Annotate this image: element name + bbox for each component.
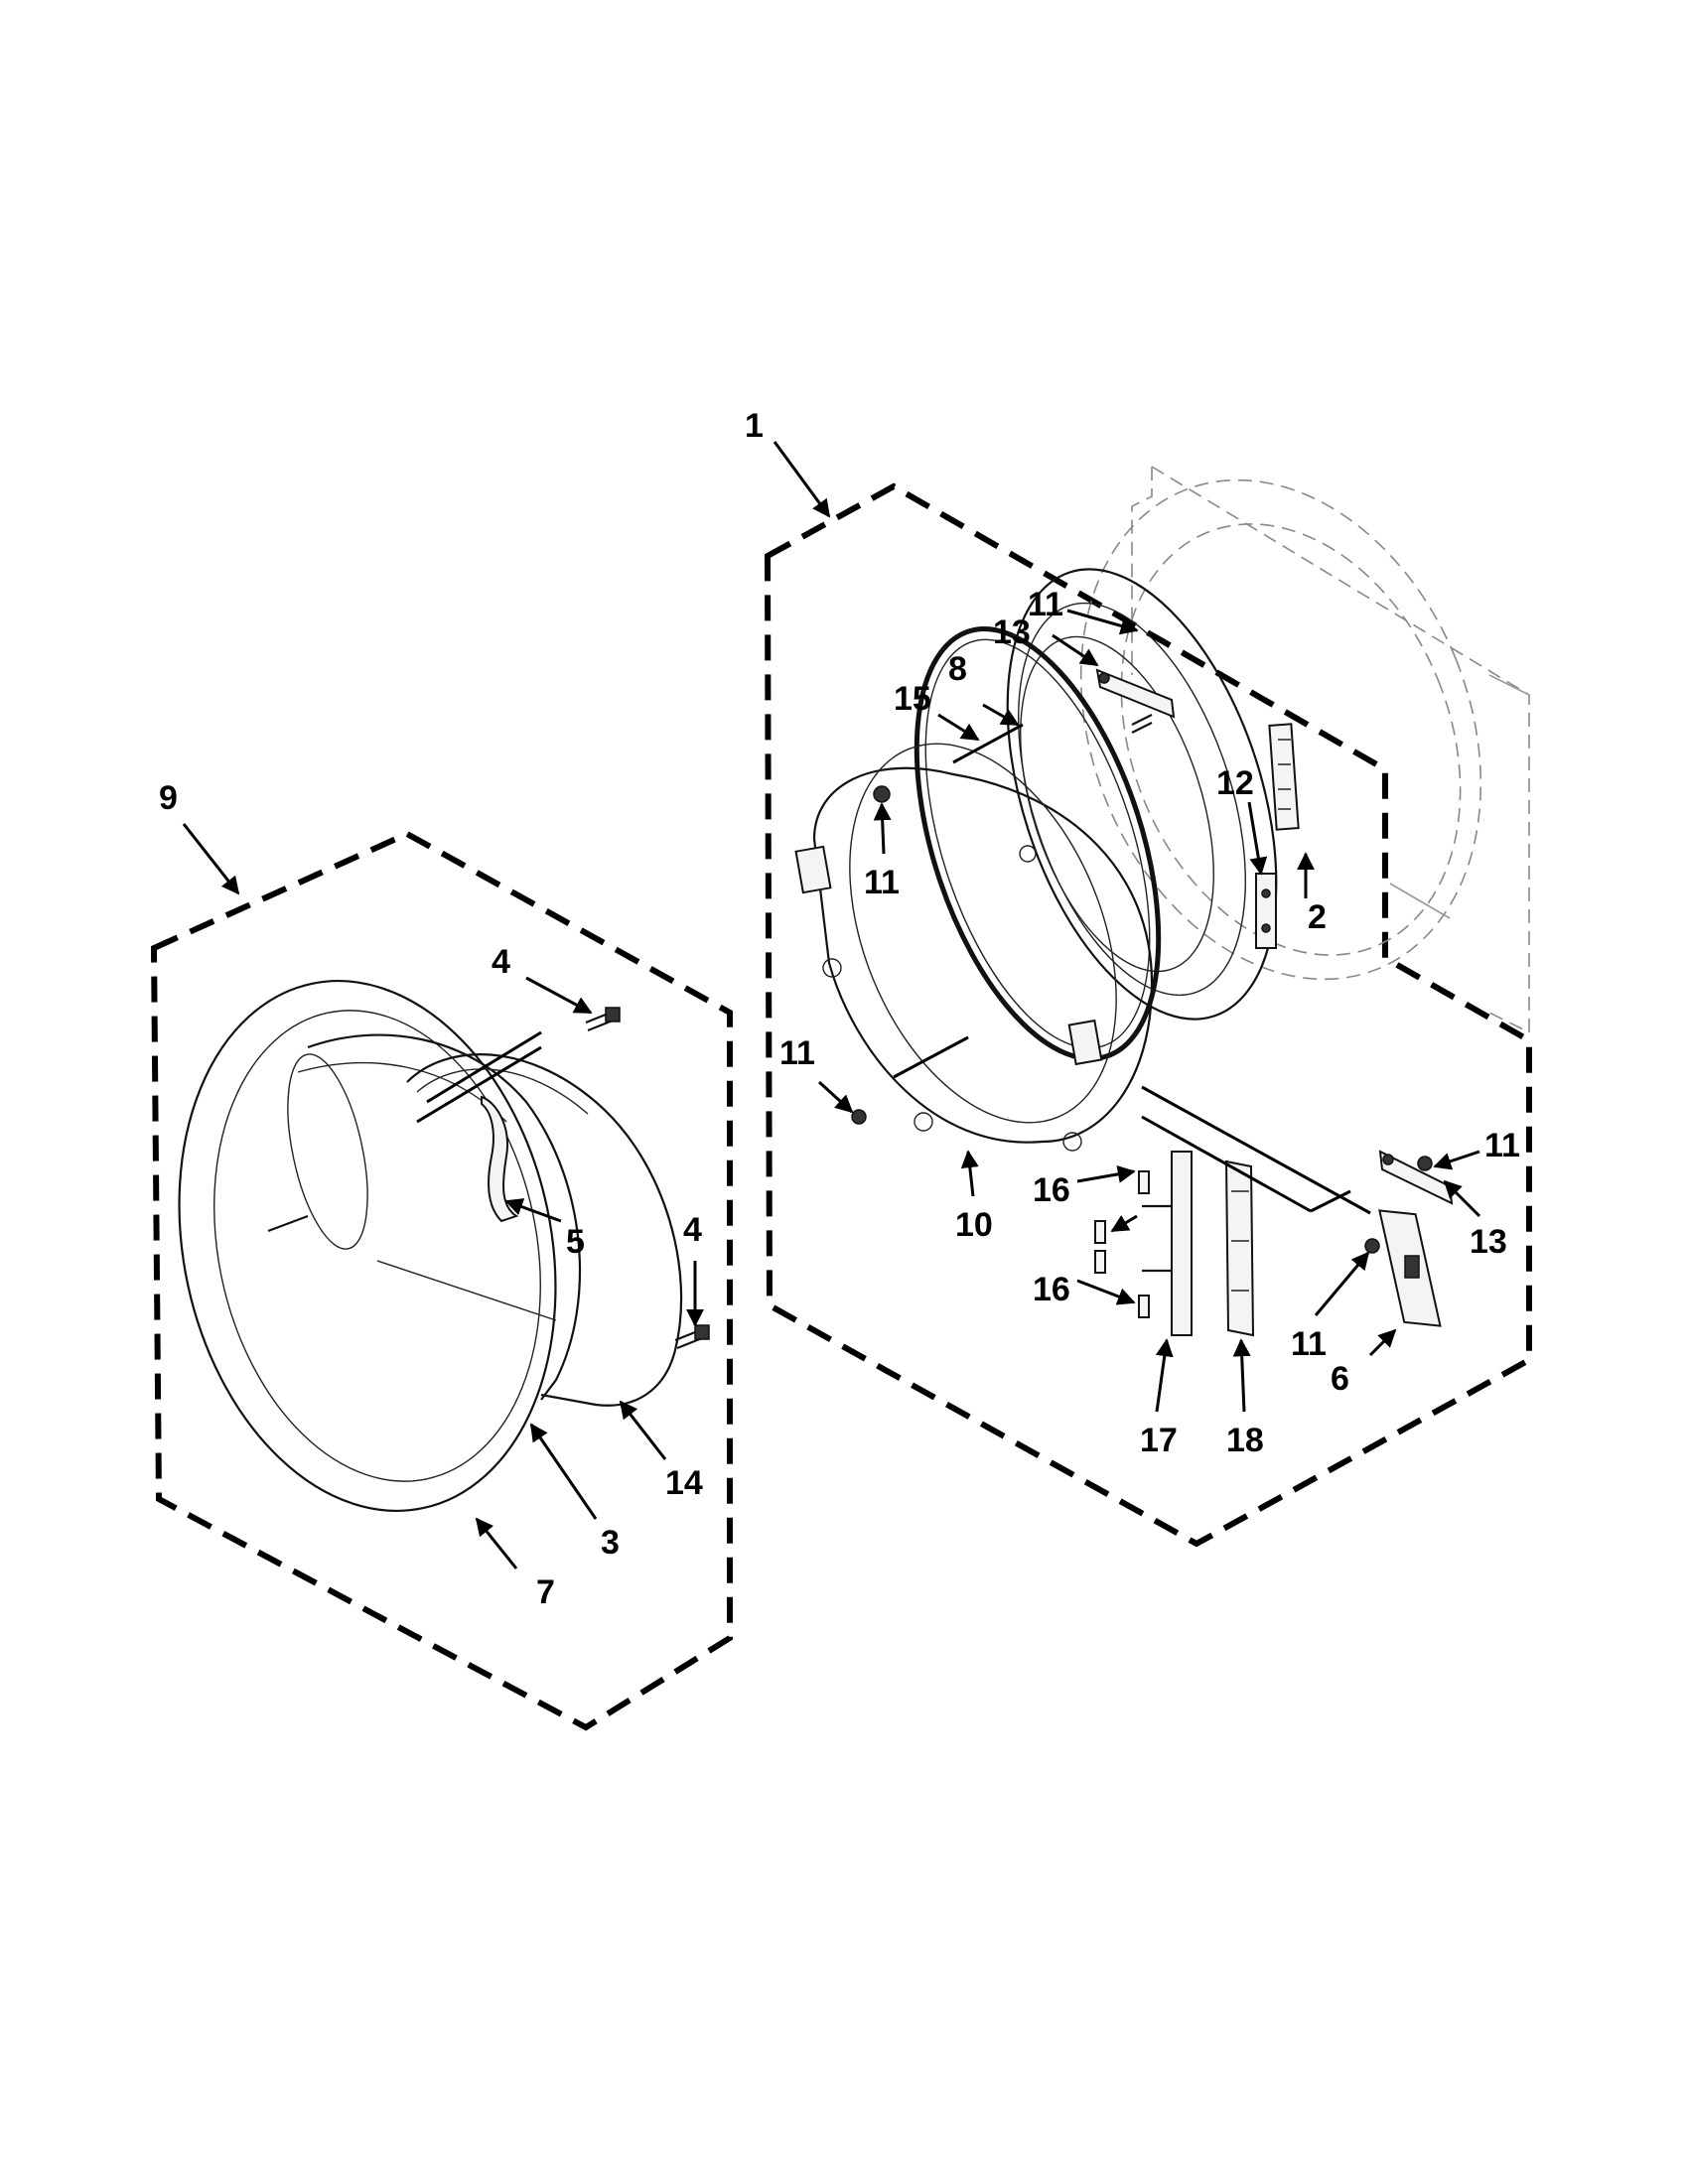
- screws-part-11: [851, 714, 1433, 1254]
- callout-16-top: 16: [1033, 1171, 1070, 1209]
- callout-11-right: 11: [1484, 1127, 1520, 1164]
- part-4-screws: [585, 1007, 710, 1350]
- part-3-inner-door-panel: [297, 1033, 582, 1401]
- callout-labels: 1 2 12 13 11 8 15 11 11 10 16 16 17 18 1…: [159, 407, 1520, 1611]
- callout-6: 6: [1331, 1360, 1349, 1398]
- callout-8: 8: [948, 650, 967, 688]
- callout-1: 1: [745, 407, 764, 445]
- cabinet-front-ghost: [1079, 466, 1530, 1034]
- callout-17: 17: [1140, 1422, 1178, 1459]
- assembly-guide-lines: [893, 723, 1371, 1215]
- part-13-right-plate: [1378, 1150, 1454, 1205]
- callout-18: 18: [1226, 1422, 1264, 1459]
- part-12-catch: [1255, 873, 1277, 949]
- part-7-outer-door-rim: [178, 980, 557, 1512]
- callout-13-top: 13: [993, 614, 1031, 651]
- callout-11-left: 11: [779, 1034, 815, 1072]
- part-13-top-plate: [1095, 668, 1176, 719]
- part-15-gasket: [914, 626, 1162, 1061]
- callout-14: 14: [665, 1464, 703, 1502]
- part-18-hinge-bracket: [1224, 1160, 1255, 1337]
- part-8-door-glass: [1006, 568, 1278, 1021]
- left-guide-lines: [416, 1030, 542, 1124]
- callout-12: 12: [1216, 764, 1254, 802]
- callout-arrows: [182, 441, 1481, 1570]
- part-2-door-strike: [1268, 723, 1300, 831]
- callout-2: 2: [1308, 898, 1327, 936]
- part-10-inner-door-frame: [794, 743, 1154, 1152]
- part-14-door-ring: [406, 1053, 683, 1407]
- callout-16-bottom: 16: [1033, 1271, 1070, 1308]
- callout-4-top: 4: [492, 943, 510, 981]
- part-16-hinge-pins: [1094, 1170, 1150, 1318]
- callout-11-frame: 11: [864, 864, 900, 901]
- callout-3: 3: [601, 1524, 620, 1562]
- callout-7: 7: [536, 1573, 555, 1611]
- part-17-hinge: [1142, 1151, 1193, 1336]
- callout-4-right: 4: [683, 1211, 702, 1249]
- callout-9: 9: [159, 779, 178, 817]
- callout-15: 15: [894, 680, 931, 718]
- callout-13-right: 13: [1470, 1223, 1507, 1261]
- callout-11-top: 11: [1028, 586, 1063, 623]
- part-6-hinge-cover: [1378, 1209, 1442, 1327]
- callout-5: 5: [566, 1223, 585, 1261]
- callout-10: 10: [955, 1206, 993, 1244]
- callout-11-hinge: 11: [1291, 1325, 1327, 1363]
- part-5-door-handle: [481, 1095, 519, 1223]
- assembly-9-boundary: [150, 830, 733, 1731]
- assembly-1-boundary: [764, 482, 1532, 1548]
